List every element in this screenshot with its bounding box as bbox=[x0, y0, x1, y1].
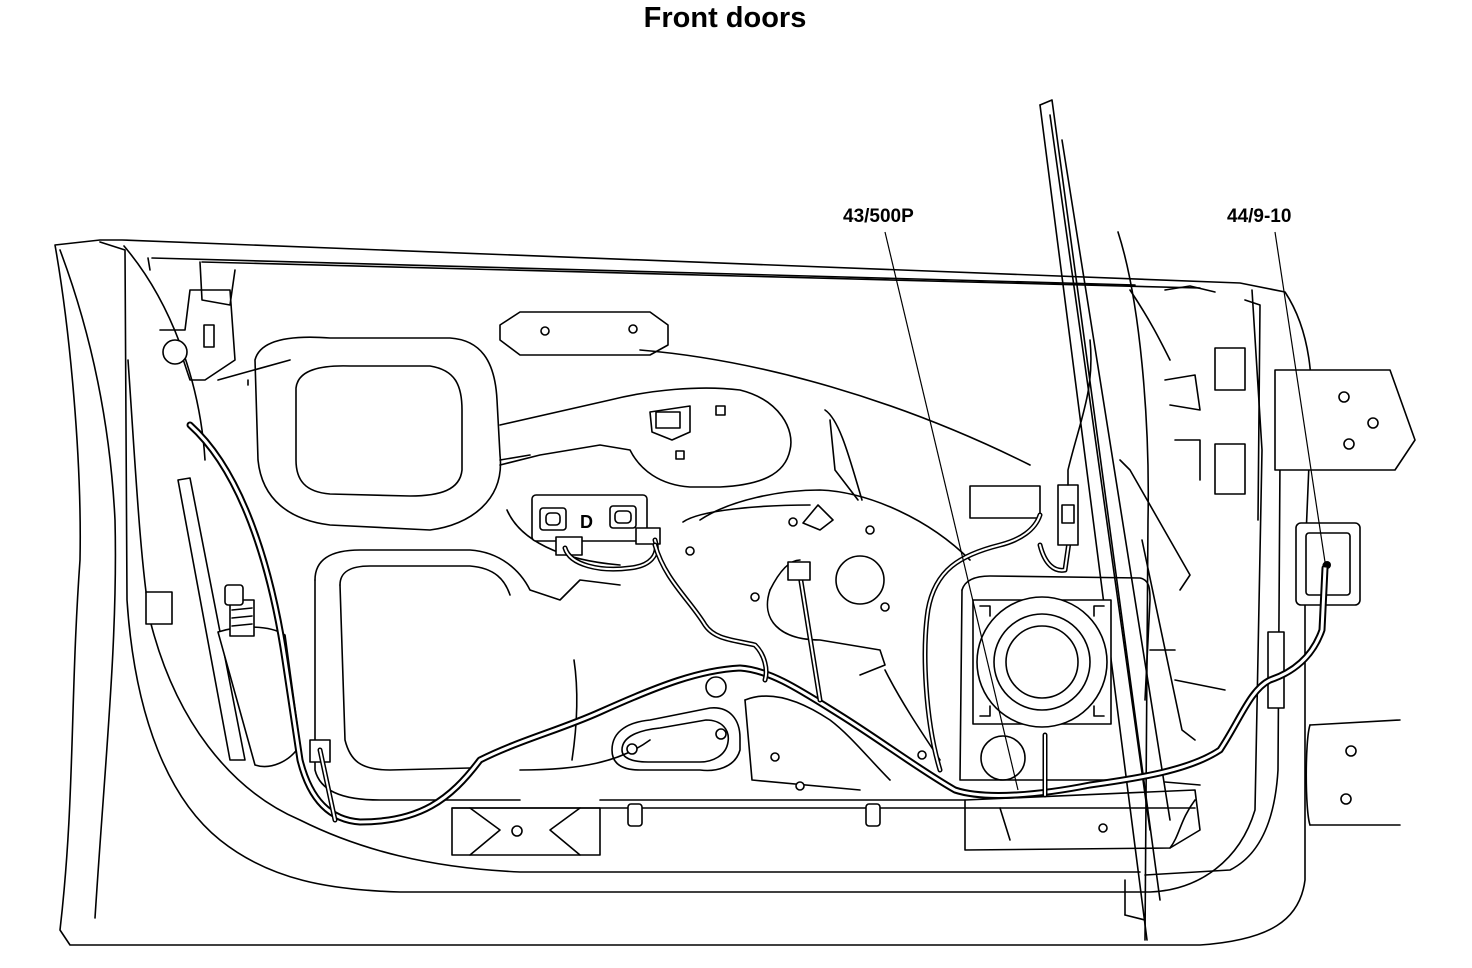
ground-plate bbox=[1267, 522, 1361, 709]
wiring-harness bbox=[186, 339, 1330, 826]
door-upper-rail bbox=[151, 257, 1201, 306]
armrest-recess bbox=[611, 669, 941, 791]
lower-panel-cutout bbox=[314, 504, 811, 801]
handle-mechanism bbox=[649, 405, 726, 460]
central-panel bbox=[685, 409, 971, 676]
switch-label: D bbox=[580, 512, 593, 532]
lower-trim bbox=[451, 781, 1201, 856]
front-pillar-area bbox=[145, 289, 291, 761]
window-switch-panel: D bbox=[531, 494, 661, 556]
leader-lines bbox=[884, 231, 1326, 791]
callout-label-ground: 44/9-10 bbox=[1227, 206, 1292, 227]
window-channel bbox=[1039, 99, 1171, 941]
upper-bracket bbox=[499, 311, 1031, 466]
speaker bbox=[959, 485, 1151, 781]
hinge-plates bbox=[1274, 369, 1416, 826]
right-panel-details bbox=[1119, 285, 1261, 741]
page-title: Front doors bbox=[643, 2, 807, 34]
inner-panel-cutouts bbox=[247, 336, 792, 531]
callout-label-connector: 43/500P bbox=[843, 206, 914, 227]
